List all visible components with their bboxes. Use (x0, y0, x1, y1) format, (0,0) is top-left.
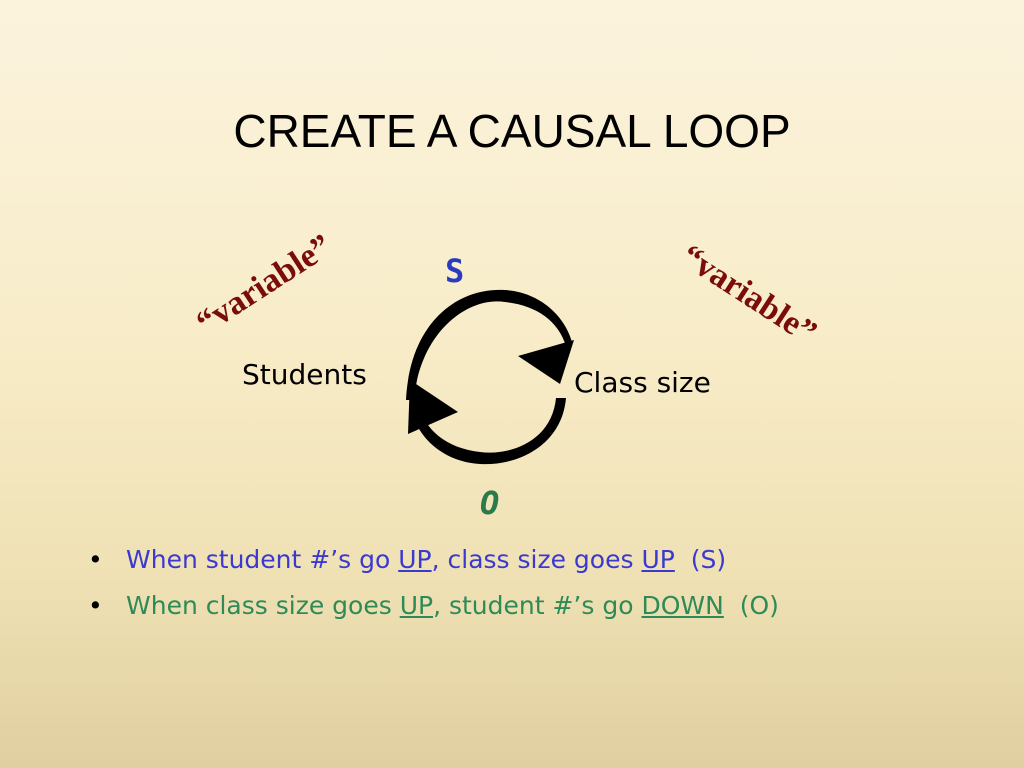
node-students: Students (242, 358, 367, 391)
list-item: • When student #’s go UP, class size goes… (88, 540, 779, 586)
bullet-list: •When student #’s go UP, class size goes… (88, 540, 779, 632)
polarity-opposite-label: O (480, 484, 500, 522)
emphasis-up: UP (398, 545, 432, 574)
bullet-text: When student #’s go (126, 545, 399, 574)
bullet-text: (S) (674, 545, 727, 574)
curved-arrow-icon (408, 380, 566, 465)
bullet-dot: • (88, 591, 103, 620)
bullet-dot: • (88, 545, 103, 574)
bullet-text: When class size goes (126, 591, 400, 620)
emphasis-up: UP (399, 591, 434, 620)
slide-title: CREATE A CAUSAL LOOP (233, 105, 791, 157)
bullet-text: , student #’s go (433, 591, 642, 620)
list-item: • When class size goes UP, student #’s go… (88, 586, 779, 632)
curved-arrow-icon (406, 289, 574, 400)
emphasis-up: UP (641, 545, 675, 574)
emphasis-down: DOWN (641, 591, 724, 620)
bullet-text: , class size goes (431, 545, 642, 574)
polarity-same-label: S (445, 252, 465, 290)
node-class-size: Class size (574, 366, 711, 399)
bullet-text: (O) (723, 591, 779, 620)
